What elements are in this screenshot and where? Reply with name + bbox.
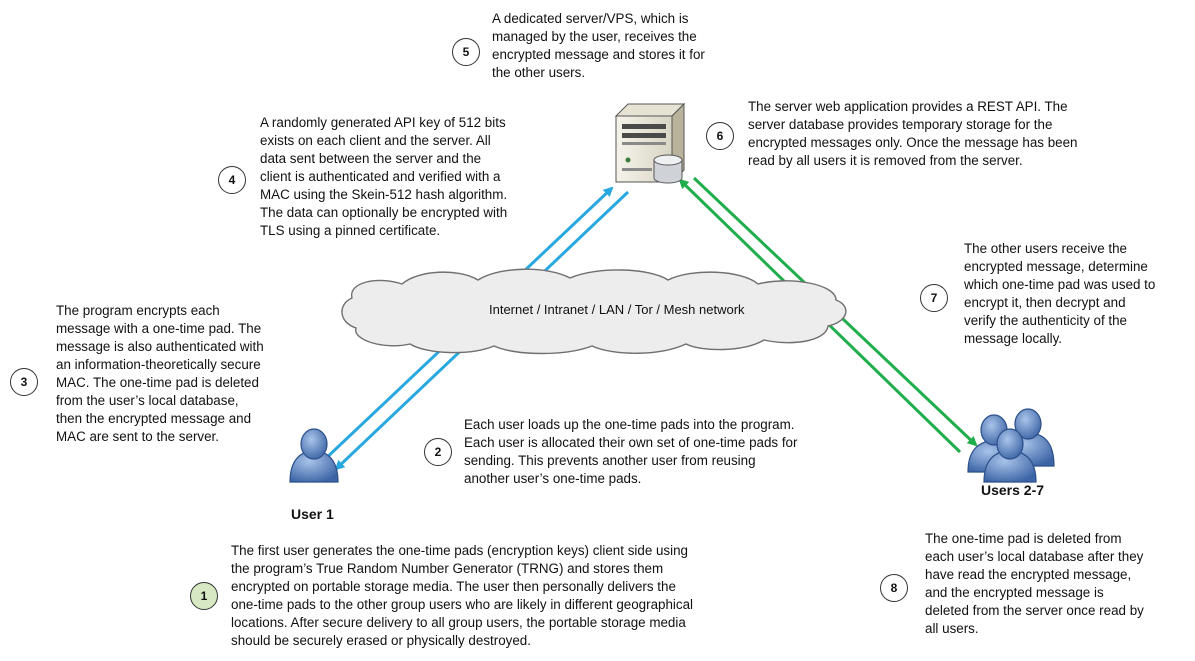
server-icon <box>614 102 686 184</box>
step-2-marker: 2 <box>424 438 452 466</box>
users-group-icon <box>967 408 1055 483</box>
users-group-label: Users 2-7 <box>981 482 1045 498</box>
step-5-marker: 5 <box>452 38 480 66</box>
network-label: Internet / Intranet / LAN / Tor / Mesh n… <box>489 302 745 317</box>
step-3-text: The program encrypts each message with a… <box>56 303 264 444</box>
step-8-marker: 8 <box>880 574 908 602</box>
step-7-text: The other users receive the encrypted me… <box>964 241 1156 346</box>
step-1-marker: 1 <box>190 582 218 610</box>
step-5-text: A dedicated server/VPS, which is managed… <box>492 11 705 80</box>
step-6-marker: 6 <box>706 122 734 150</box>
step-3-marker: 3 <box>10 368 38 396</box>
database-icon <box>653 154 683 184</box>
network-cloud <box>341 268 847 355</box>
user1-icon <box>289 428 339 483</box>
step-6-text: The server web application provides a RE… <box>748 99 1078 168</box>
step-7-marker: 7 <box>920 284 948 312</box>
step-1-text: The first user generates the one-time pa… <box>231 543 694 648</box>
step-8-text: The one-time pad is deleted from each us… <box>925 531 1144 636</box>
step-4-text: A randomly generated API key of 512 bits… <box>260 115 508 238</box>
user1-label: User 1 <box>291 506 334 522</box>
step-4-marker: 4 <box>218 166 246 194</box>
step-2-text: Each user loads up the one-time pads int… <box>464 417 798 486</box>
